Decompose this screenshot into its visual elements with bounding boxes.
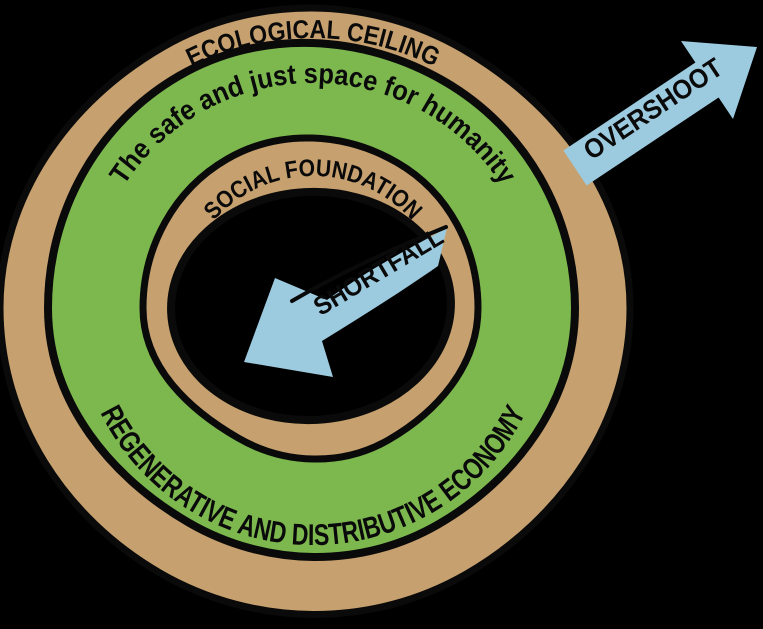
overshoot-arrow	[563, 41, 757, 186]
shortfall-arrow	[244, 228, 447, 377]
shortfall-accent-line	[290, 225, 448, 303]
